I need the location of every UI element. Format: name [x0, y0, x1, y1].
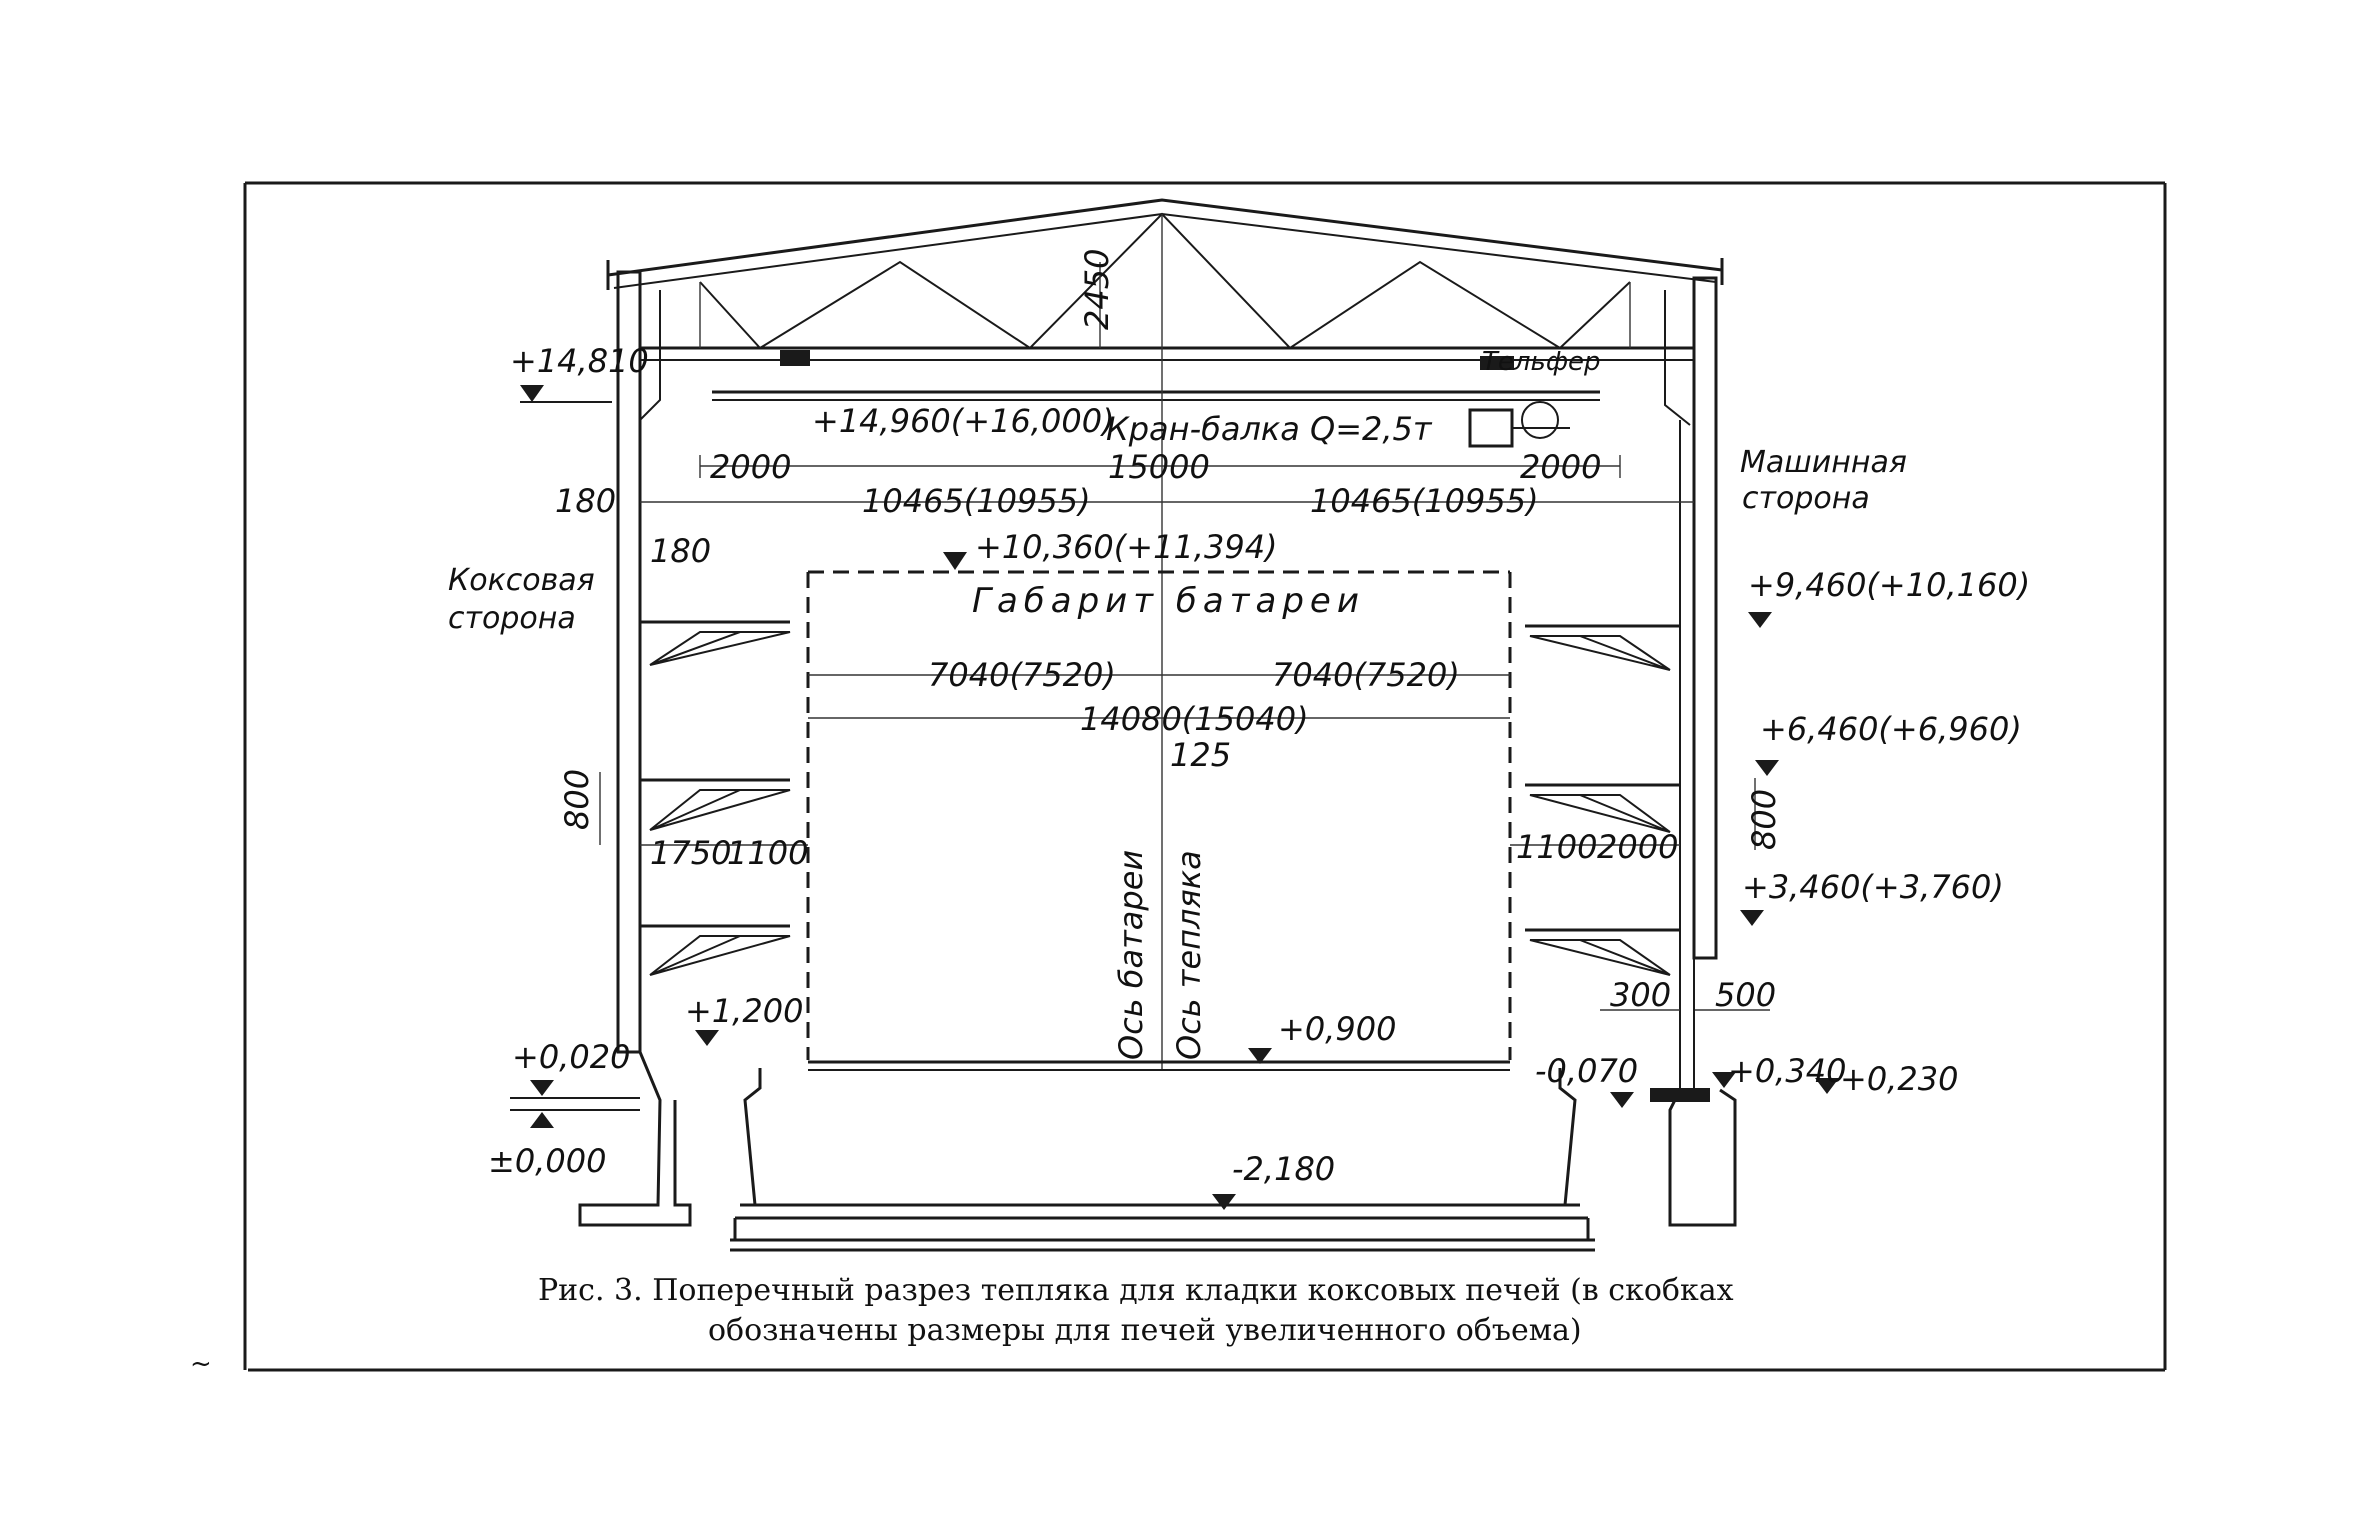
dim-2000-right: 2000	[1520, 448, 1601, 486]
level-minus-0070: -0,070	[1535, 1052, 1638, 1090]
level-0000: ±0,000	[488, 1142, 606, 1180]
dim-10465-left: 10465(10955)	[862, 482, 1091, 520]
building-shell	[606, 198, 1724, 1090]
level-marker-14810	[520, 385, 544, 402]
level-minus-2180: -2,180	[1232, 1150, 1335, 1188]
level-1200: +1,200	[685, 992, 803, 1030]
right-bracket-upper	[1525, 624, 1680, 671]
axis-teplyak-label: Ось тепляка	[1170, 850, 1208, 1060]
left-bracket-middle	[640, 778, 791, 831]
level-6460: +6,460(+6,960)	[1760, 710, 2022, 748]
level-3460: +3,460(+3,760)	[1742, 868, 2004, 906]
crane-label: Кран-балка Q=2,5т	[1106, 410, 1433, 448]
machine-side-label-2: сторона	[1742, 481, 1870, 516]
level-10360: +10,360(+11,394)	[975, 528, 1278, 566]
wall-brackets	[640, 620, 1680, 976]
level-9460: +9,460(+10,160)	[1748, 566, 2030, 604]
dim-14080: 14080(15040)	[1080, 700, 1309, 738]
level-marker-1200	[695, 1030, 719, 1046]
level-marker-10360	[943, 552, 967, 570]
dim-2000-shelf: 2000	[1597, 828, 1678, 866]
dimension-lines	[599, 262, 1770, 1011]
figure-caption-line-1: Рис. 3. Поперечный разрез тепляка для кл…	[538, 1273, 1734, 1308]
dim-2450: 2450	[1078, 249, 1116, 330]
dim-10465-right: 10465(10955)	[1310, 482, 1539, 520]
dim-125: 125	[1170, 736, 1231, 774]
level-marker-set	[510, 385, 1839, 1210]
dim-2000-left: 2000	[710, 448, 791, 486]
coke-side-label-2: сторона	[448, 601, 576, 636]
dim-800-right: 800	[1745, 789, 1783, 850]
coke-side-label-1: Коксовая	[448, 563, 595, 598]
dim-15000: 15000	[1108, 448, 1210, 486]
dim-1750: 1750	[650, 834, 731, 872]
dim-300: 300	[1610, 976, 1671, 1014]
dim-1100-left: 1100	[727, 834, 808, 872]
left-bracket-upper	[640, 620, 791, 666]
dim-7040-left: 7040(7520)	[928, 656, 1116, 694]
battery-envelope	[806, 570, 1512, 1071]
dim-1100-right: 1100	[1516, 828, 1597, 866]
machine-side-label-1: Машинная	[1740, 445, 1907, 480]
level-marker-0340	[1712, 1072, 1736, 1088]
figure-caption-line-2: обозначены размеры для печей увеличенног…	[708, 1313, 1582, 1348]
level-marker-0070	[1610, 1092, 1634, 1108]
dim-180-a: 180	[555, 482, 616, 520]
page-mark: ~	[190, 1349, 212, 1379]
axis-battery-label: Ось батареи	[1112, 850, 1150, 1060]
right-bracket-lower	[1525, 928, 1680, 976]
level-marker-0000	[530, 1112, 554, 1128]
hoist-tag: Тельфер	[1482, 347, 1601, 377]
level-marker-9460	[1748, 612, 1772, 628]
level-14960: +14,960(+16,000)	[812, 402, 1115, 440]
level-0340: +0,340	[1728, 1052, 1846, 1090]
level-marker-6460	[1755, 760, 1779, 776]
dim-7040-right: 7040(7520)	[1272, 656, 1460, 694]
foundation	[578, 1051, 1737, 1252]
level-14810: +14,810	[510, 342, 649, 380]
figure-frame	[243, 181, 2167, 1372]
dim-800-left: 800	[558, 769, 596, 830]
level-0020: +0,020	[512, 1038, 630, 1076]
battery-gabarit-label: Габарит батареи	[972, 581, 1365, 621]
right-bracket-middle	[1525, 783, 1680, 833]
level-0230: +0,230	[1840, 1060, 1958, 1098]
level-marker-0230	[1815, 1078, 1839, 1094]
level-marker-3460	[1740, 910, 1764, 926]
dim-500: 500	[1715, 976, 1776, 1014]
level-marker-0900	[1248, 1048, 1272, 1064]
dim-180-b: 180	[650, 532, 711, 570]
level-0900: +0,900	[1278, 1010, 1396, 1048]
level-marker-2180	[1212, 1194, 1236, 1210]
left-bracket-lower	[640, 924, 791, 976]
level-marker-0020	[530, 1080, 554, 1096]
